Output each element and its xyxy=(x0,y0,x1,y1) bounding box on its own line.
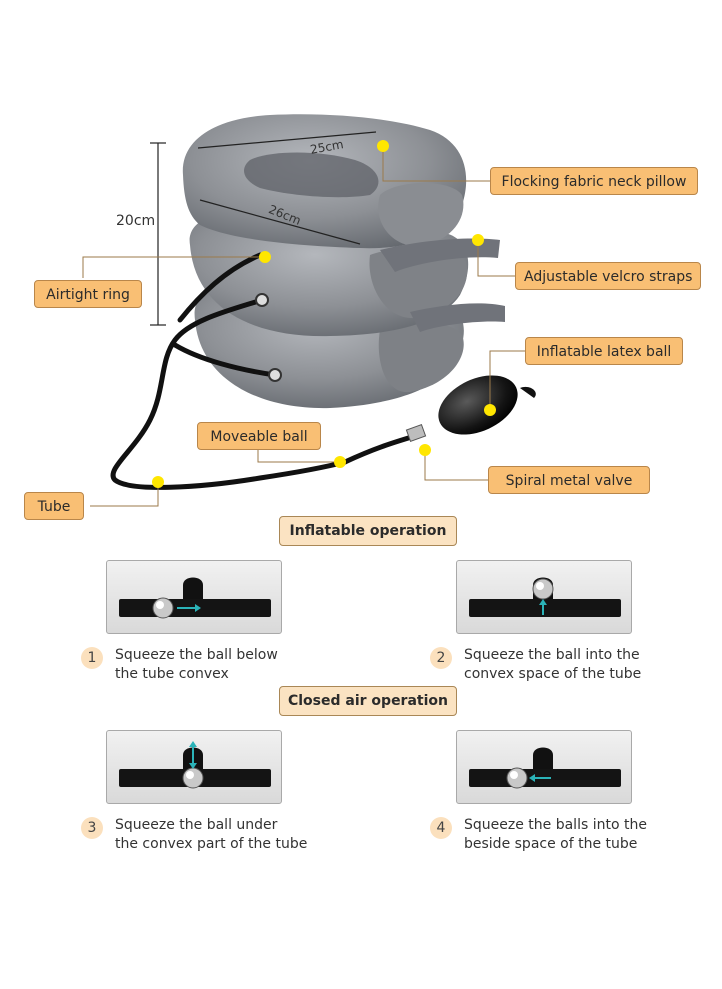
velcro-strap-lower xyxy=(410,303,505,332)
step-number: 3 xyxy=(81,817,103,839)
diagram-step-2 xyxy=(456,560,632,634)
step-number: 4 xyxy=(430,817,452,839)
neck-traction-device-illustration xyxy=(82,114,536,507)
callout-neck-pillow: Flocking fabric neck pillow xyxy=(490,167,698,195)
step-description: Squeeze the ball below the tube convex xyxy=(115,647,278,682)
callout-moveable-ball: Moveable ball xyxy=(197,422,321,450)
step-4: 4 Squeeze the balls into the beside spac… xyxy=(430,816,647,854)
diagram-step-4 xyxy=(456,730,632,804)
section-closed-air-operation: Closed air operation xyxy=(279,686,457,716)
diagram-step-1 xyxy=(106,560,282,634)
step-3: 3 Squeeze the ball under the convex part… xyxy=(81,816,307,854)
callout-airtight-ring: Airtight ring xyxy=(34,280,142,308)
callout-velcro-straps: Adjustable velcro straps xyxy=(515,262,701,290)
dimension-height-label: 20cm xyxy=(116,213,156,229)
step-number: 2 xyxy=(430,647,452,669)
step-number: 1 xyxy=(81,647,103,669)
highlight-markers xyxy=(152,140,496,488)
step-description: Squeeze the ball under the convex part o… xyxy=(115,817,308,852)
latex-bulb xyxy=(438,375,518,435)
step-1: 1 Squeeze the ball below the tube convex xyxy=(81,646,278,684)
section-inflatable-operation: Inflatable operation xyxy=(279,516,457,546)
step-2: 2 Squeeze the ball into the convex space… xyxy=(430,646,641,684)
callout-latex-ball: Inflatable latex ball xyxy=(525,337,683,365)
step-description: Squeeze the ball into the convex space o… xyxy=(464,647,642,682)
dimension-lines xyxy=(150,131,377,326)
step-description: Squeeze the balls into the beside space … xyxy=(464,817,647,852)
spiral-valve xyxy=(405,423,427,443)
callout-spiral-valve: Spiral metal valve xyxy=(488,466,650,494)
callout-tube: Tube xyxy=(24,492,84,520)
leader-lines xyxy=(82,146,525,507)
diagram-step-3 xyxy=(106,730,282,804)
velcro-strap-upper xyxy=(380,238,500,272)
